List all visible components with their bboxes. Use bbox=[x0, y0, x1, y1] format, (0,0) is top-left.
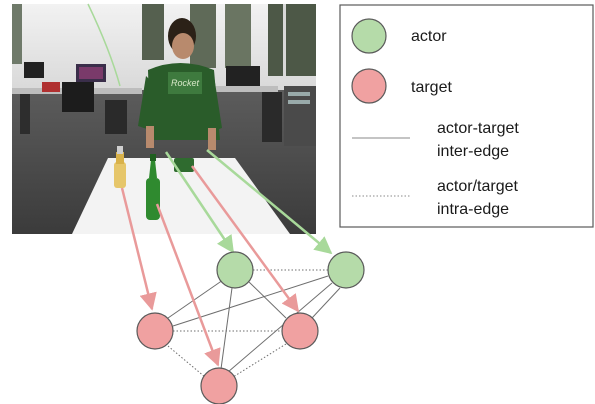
legend-inter-edge-line1: actor-target bbox=[437, 120, 519, 137]
legend-inter-edge-line2: inter-edge bbox=[437, 143, 509, 160]
legend-intra-edge-line1: actor/target bbox=[437, 178, 518, 195]
legend-box: actor target actor-target inter-edge act… bbox=[339, 4, 594, 228]
legend-actor-label: actor bbox=[411, 28, 447, 45]
legend-intra-edge-line2: intra-edge bbox=[437, 201, 509, 218]
table-top bbox=[72, 158, 290, 234]
actor-arrow bbox=[164, 151, 235, 254]
intra-edge-target-left-bottom bbox=[167, 345, 206, 378]
inter-edge bbox=[311, 287, 341, 319]
target-arrow bbox=[120, 187, 157, 311]
actor-legend-icon bbox=[351, 18, 387, 54]
legend-target-label: target bbox=[411, 79, 452, 96]
bottle-green bbox=[146, 154, 160, 220]
target-node bbox=[200, 367, 238, 404]
actor-node bbox=[327, 251, 365, 289]
target-arrow bbox=[155, 203, 221, 367]
inter-edge bbox=[227, 282, 333, 373]
inter-edge bbox=[248, 281, 287, 319]
graph-nodes bbox=[136, 251, 365, 404]
bottle-yellow bbox=[114, 146, 126, 188]
scene-photo: Rocket bbox=[12, 3, 316, 234]
windows bbox=[12, 4, 316, 76]
inter-edge bbox=[167, 279, 224, 319]
target-node bbox=[281, 312, 319, 350]
target-node bbox=[136, 312, 174, 350]
actor-node bbox=[216, 251, 254, 289]
person: Rocket bbox=[138, 18, 222, 172]
correspondence-arrows bbox=[120, 149, 333, 367]
target-arrow bbox=[190, 165, 300, 313]
actor-arrow bbox=[206, 149, 333, 255]
inter-edge bbox=[220, 287, 233, 370]
background-desks bbox=[12, 62, 316, 146]
target-legend-icon bbox=[351, 68, 387, 104]
shirt-print: Rocket bbox=[171, 78, 200, 88]
